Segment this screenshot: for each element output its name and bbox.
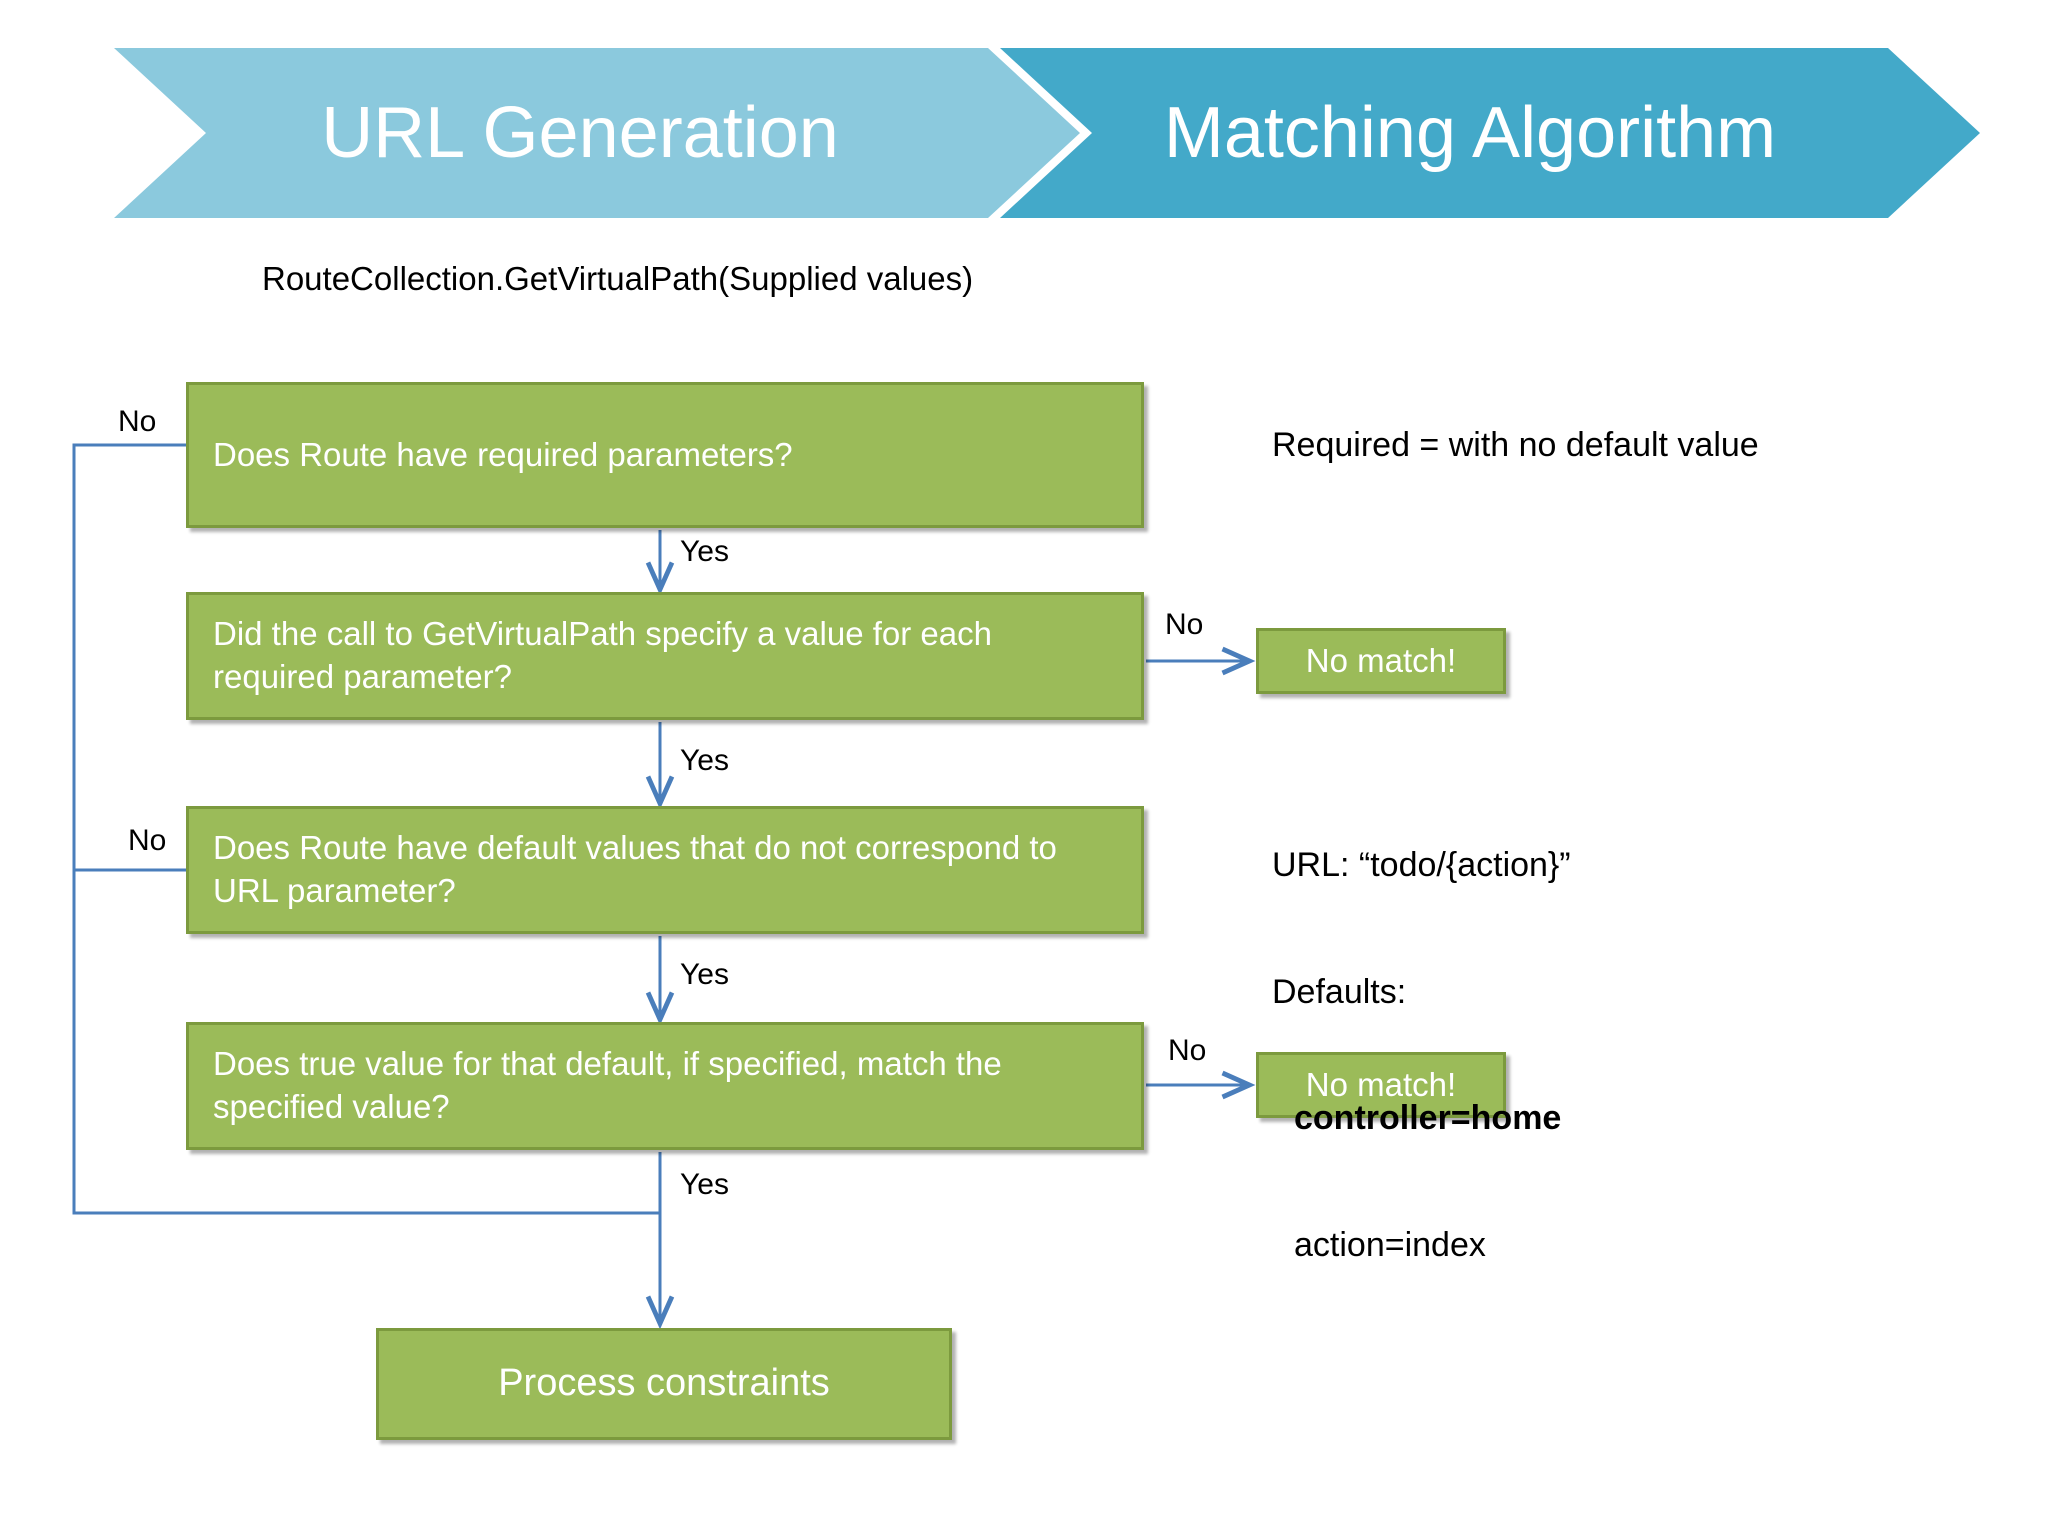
note-url-line: URL: “todo/{action}” <box>1272 846 1571 885</box>
note-url-defaults: URL: “todo/{action}” Defaults: controlle… <box>1272 760 1571 1350</box>
note-default-controller: controller=home <box>1294 1099 1562 1138</box>
decision-box-q3-text: Does Route have default values that do n… <box>213 829 1057 909</box>
decision-box-true-value-match[interactable]: Does true value for that default, if spe… <box>186 1022 1144 1150</box>
terminal-box-process-constraints[interactable]: Process constraints <box>376 1328 952 1440</box>
edge-label-q1-yes: Yes <box>680 535 729 568</box>
decision-box-specify-value[interactable]: Did the call to GetVirtualPath specify a… <box>186 592 1144 720</box>
decision-box-default-values[interactable]: Does Route have default values that do n… <box>186 806 1144 934</box>
decision-box-required-parameters[interactable]: Does Route have required parameters? <box>186 382 1144 528</box>
note-required-definition: Required = with no default value <box>1272 426 1759 464</box>
edge-label-q2-yes: Yes <box>680 744 729 777</box>
edge-label-q3-no: No <box>128 824 167 857</box>
edge-label-q2-no: No <box>1165 608 1204 641</box>
terminal-no-match-2-text: No match! <box>1305 1065 1457 1103</box>
banner-title-matching-algorithm: Matching Algorithm <box>1163 93 1777 173</box>
banner-segment-1-shape <box>114 48 1080 218</box>
terminal-box-no-match-1[interactable]: No match! <box>1256 628 1506 694</box>
note-defaults-line: Defaults: <box>1272 972 1407 1011</box>
decision-box-q2-text: Did the call to GetVirtualPath specify a… <box>213 615 992 695</box>
terminal-no-match-1-text: No match! <box>1305 641 1457 679</box>
edge-label-q4-no: No <box>1168 1034 1207 1067</box>
terminal-process-constraints-text: Process constraints <box>498 1362 830 1405</box>
banner-title-url-generation: URL Generation <box>321 93 839 173</box>
edge-label-q1-no: No <box>118 405 157 438</box>
edge-label-q3-yes: Yes <box>680 958 729 991</box>
caption-getvirtualpath: RouteCollection.GetVirtualPath(Supplied … <box>262 260 974 297</box>
note-default-action: action=index <box>1294 1225 1486 1264</box>
decision-box-q4-text: Does true value for that default, if spe… <box>213 1045 1002 1125</box>
decision-box-q1-text: Does Route have required parameters? <box>213 435 793 473</box>
banner-chevrons <box>0 48 2048 218</box>
banner-segment-2-shape <box>1000 48 1980 218</box>
terminal-box-no-match-2[interactable]: No match! <box>1256 1052 1506 1118</box>
edge-label-q4-yes: Yes <box>680 1168 729 1201</box>
